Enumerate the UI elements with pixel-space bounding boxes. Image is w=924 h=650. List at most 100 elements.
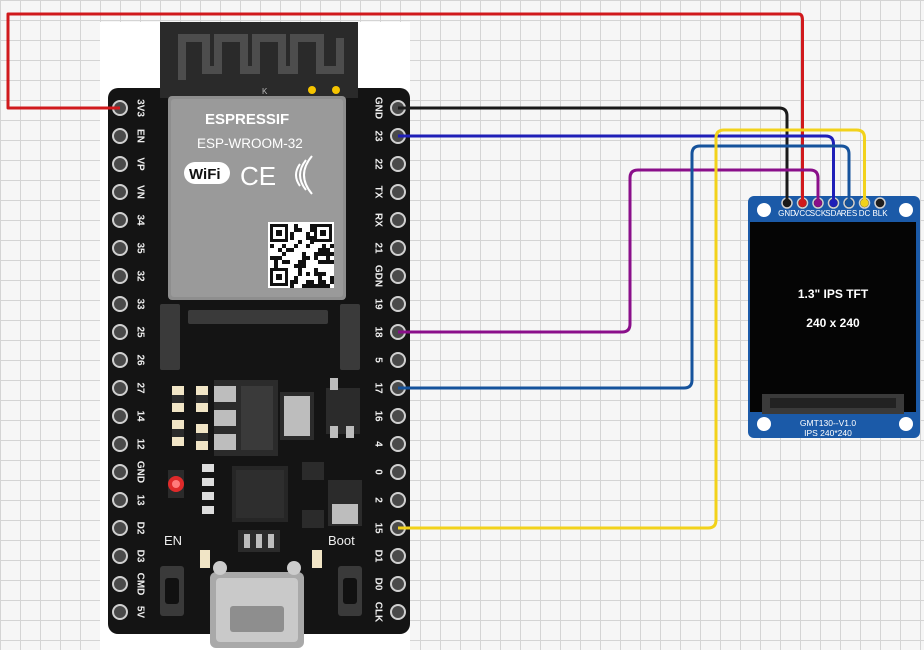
mount-hole-tr <box>899 203 913 217</box>
antenna-mark: K <box>262 87 268 96</box>
header-pin[interactable] <box>112 212 128 228</box>
pin-label: 33 <box>135 298 146 310</box>
display-pin-label: GND <box>778 209 796 218</box>
header-pin[interactable] <box>390 240 406 256</box>
display-pin-label: SDA <box>825 209 842 218</box>
pin-label: 26 <box>135 354 146 366</box>
wires <box>6 12 869 530</box>
esp32-board: K ESPRESSIF ESP-WROOM-32 WiFi CE <box>108 22 410 648</box>
wire-17-to-res <box>398 144 851 390</box>
header-pin[interactable] <box>390 548 406 564</box>
model-label: ESP-WROOM-32 <box>197 136 303 151</box>
wire-23-to-sda <box>398 134 835 203</box>
header-pin[interactable] <box>112 436 128 452</box>
pin-label: 35 <box>135 242 146 254</box>
pin-label: CLK <box>373 602 384 623</box>
header-pin[interactable] <box>112 492 128 508</box>
pin-label: 32 <box>135 270 146 282</box>
ce-mark: CE <box>240 161 276 191</box>
header-pin[interactable] <box>112 296 128 312</box>
wire-15-to-dc <box>398 128 866 530</box>
pin-label: 27 <box>135 382 146 394</box>
pin-label: 14 <box>135 410 146 422</box>
wifi-logo <box>184 162 230 184</box>
pin-label: RX <box>373 213 384 227</box>
pin-label: 12 <box>135 438 146 450</box>
pin-label: 16 <box>373 410 384 422</box>
pin-label: 4 <box>373 441 384 447</box>
pin-label: D0 <box>373 578 384 591</box>
micro-usb-port[interactable] <box>210 530 304 648</box>
wire-end <box>798 199 807 207</box>
header-pin[interactable] <box>112 604 128 620</box>
display-model: GMT130--V1.0 <box>800 418 856 428</box>
display-pin-label: SCK <box>810 209 827 218</box>
pin-label: VP <box>135 157 146 171</box>
wifi-label: WiFi <box>189 166 221 183</box>
passive-components <box>172 386 324 568</box>
header-pin[interactable] <box>390 156 406 172</box>
pin-label: CMD <box>135 573 146 596</box>
header-pin[interactable] <box>390 408 406 424</box>
header-pin[interactable] <box>112 576 128 592</box>
header-pin[interactable] <box>390 604 406 620</box>
header-pin[interactable] <box>112 464 128 480</box>
antenna-dot-1 <box>308 86 316 94</box>
display-pin-label: RES <box>841 209 857 218</box>
header-pin[interactable] <box>390 184 406 200</box>
header-pin[interactable] <box>390 464 406 480</box>
header-pin[interactable] <box>390 352 406 368</box>
header-pin[interactable] <box>390 436 406 452</box>
pin-label: GND <box>135 461 146 483</box>
pin-label: EN <box>135 129 146 143</box>
antenna-dot-2 <box>332 86 340 94</box>
header-pin[interactable] <box>390 268 406 284</box>
module-pads <box>160 304 360 370</box>
pin-label: 0 <box>373 469 384 475</box>
left-header: 3V3ENVPVN343532332526271412GND13D2D3CMD5… <box>112 99 146 620</box>
pin-label: 21 <box>373 242 384 254</box>
header-pin[interactable] <box>112 408 128 424</box>
header-pin[interactable] <box>112 268 128 284</box>
display-spec: IPS 240*240 <box>804 428 852 438</box>
pin-label: 19 <box>373 298 384 310</box>
pin-label: 25 <box>135 326 146 338</box>
header-pin[interactable] <box>390 212 406 228</box>
en-label: EN <box>164 533 182 548</box>
wire-3v3-to-vcc <box>6 12 804 203</box>
header-pin[interactable] <box>390 492 406 508</box>
display-pin-label: BLK <box>872 209 888 218</box>
mount-hole-br <box>899 417 913 431</box>
header-pin[interactable] <box>390 296 406 312</box>
pin-label: 17 <box>373 382 384 394</box>
pin-label: GDN <box>373 265 384 287</box>
wire-end <box>860 199 869 207</box>
header-pin[interactable] <box>112 128 128 144</box>
header-pin[interactable] <box>112 380 128 396</box>
pin-label: 3V3 <box>135 99 146 117</box>
header-pin[interactable] <box>112 240 128 256</box>
display-pin-label: VCC <box>794 209 811 218</box>
display-pin-label: DC <box>859 209 871 218</box>
boot-label: Boot <box>328 533 355 548</box>
header-pin[interactable] <box>112 324 128 340</box>
mount-hole-bl <box>757 417 771 431</box>
header-pin[interactable] <box>112 184 128 200</box>
antenna-trace <box>178 34 344 80</box>
header-pin[interactable] <box>112 520 128 536</box>
wire-18-to-sck <box>398 168 820 334</box>
pin-label: 22 <box>373 158 384 170</box>
header-pin[interactable] <box>112 548 128 564</box>
display-pin[interactable] <box>874 197 886 209</box>
wire-end <box>845 199 853 207</box>
pin-label: D3 <box>135 550 146 563</box>
wire-end <box>814 199 822 207</box>
header-pin[interactable] <box>112 156 128 172</box>
radio-waves-icon <box>295 155 313 195</box>
header-pin[interactable] <box>112 352 128 368</box>
display-resolution: 240 x 240 <box>806 316 860 330</box>
display-title: 1.3" IPS TFT <box>798 287 869 301</box>
display-screen <box>750 222 916 412</box>
header-pin[interactable] <box>390 576 406 592</box>
